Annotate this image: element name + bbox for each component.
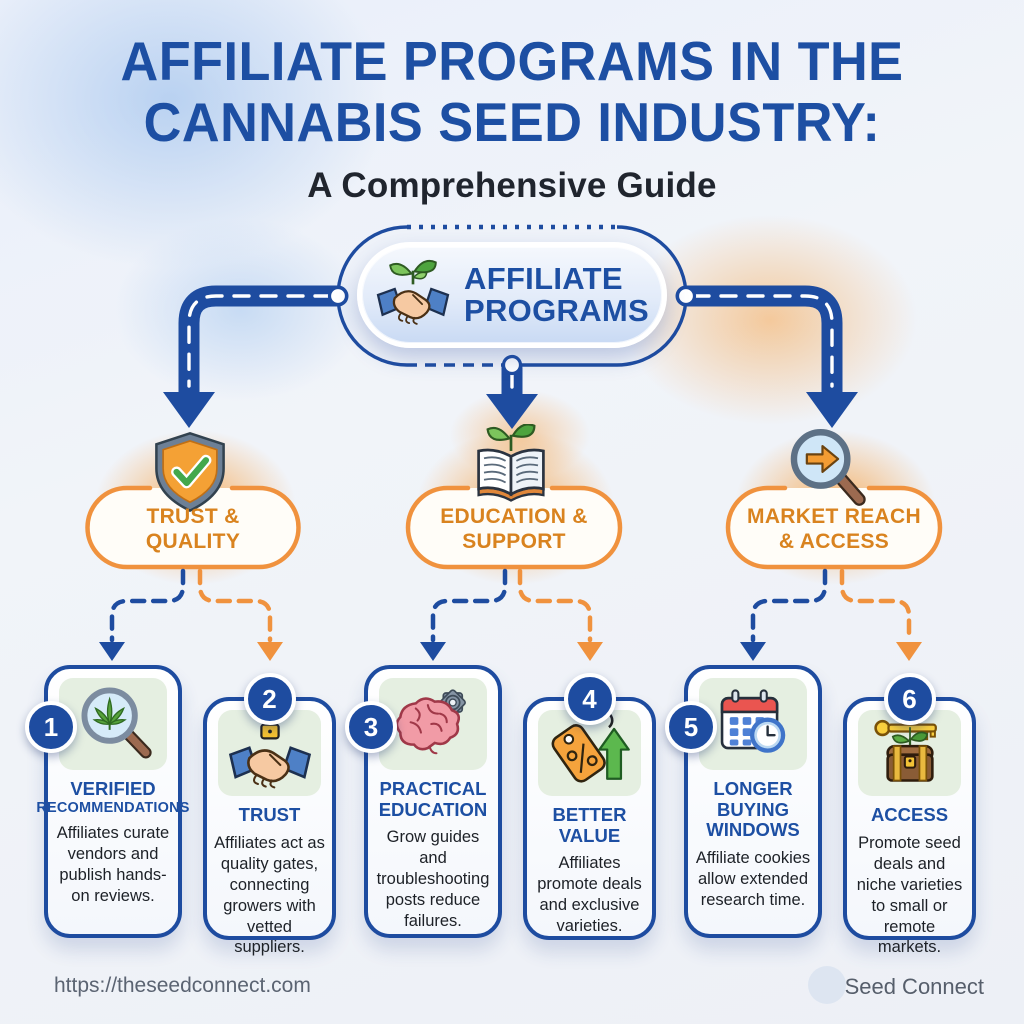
road-left — [178, 285, 349, 403]
icon-tile — [858, 710, 961, 796]
card-body: Affiliates curate vendors and publish ha… — [56, 823, 170, 905]
icon-tile — [379, 678, 487, 770]
card-practical-education: 3 PRACTICAL EDUCATION Grow guides and tr… — [345, 665, 502, 938]
card-trust: 2 TRUST Affiliates act as quality gates,… — [203, 673, 336, 956]
card-body: Affiliates promote deals and exclusive v… — [537, 854, 642, 936]
card-better-value: 4 BETTER VALUE Affiliates promote deals … — [523, 673, 656, 940]
page-subtitle: A Comprehensive Guide — [307, 166, 717, 205]
card-body: Affiliates act as quality gates, connect… — [214, 833, 325, 957]
icon-tile — [699, 678, 807, 770]
shield-check-icon — [155, 432, 225, 513]
arrowhead-down — [163, 392, 215, 428]
card-verified-recommendations: 1 VERIFIED RECOMMENDATIONS Affiliates cu… — [25, 665, 189, 938]
number-badge: 6 — [883, 673, 936, 725]
branch-label-market-reach: MARKET REACH & ACCESS — [747, 505, 921, 554]
brain-gear-icon — [395, 689, 466, 755]
icon-tile — [59, 678, 167, 770]
magnifier-arrow-icon — [790, 429, 866, 506]
road-right — [675, 285, 843, 403]
page-title-line2: CANNABIS SEED INDUSTRY: — [143, 91, 881, 153]
dashed-orange — [197, 568, 273, 643]
dashed-blue — [750, 568, 828, 643]
dashed-orange — [839, 568, 912, 643]
number-badge: 2 — [243, 673, 296, 725]
number-badge: 4 — [563, 673, 616, 725]
card-title: PRACTICAL EDUCATION — [378, 778, 488, 820]
card-title: TRUST — [238, 804, 301, 825]
branch-label-trust-quality: TRUST & QUALITY — [145, 505, 241, 554]
card-access: 6 — [843, 673, 976, 956]
card-title: ACCESS — [870, 804, 949, 825]
central-node: AFFILIATE PROGRAMS — [357, 242, 667, 348]
magnifier-leaf-icon — [81, 687, 152, 759]
dashed-arrowheads — [99, 642, 922, 661]
handshake-lock-icon — [228, 714, 311, 789]
header: AFFILIATE PROGRAMS IN THE CANNABIS SEED … — [0, 34, 1024, 206]
number-badge: 5 — [665, 701, 717, 753]
calendar-clock-icon — [720, 689, 786, 753]
card-body: Affiliate cookies allow extended researc… — [695, 849, 811, 910]
card-body: Promote seed deals and niche varieties t… — [856, 833, 963, 957]
card-title: BETTER VALUE — [552, 804, 627, 846]
number-badge: 3 — [345, 701, 397, 753]
card-longer-buying-windows: 5 LONGER BUYING WINDOWS Affiliate co — [665, 665, 822, 938]
book-sprout-icon — [477, 424, 545, 502]
card-body: Grow guides and troubleshooting posts re… — [376, 828, 490, 931]
footer-url[interactable]: https://theseedconnect.com — [54, 974, 311, 997]
page-title-line1: AFFILIATE PROGRAMS IN THE — [120, 30, 904, 92]
card-title: VERIFIED RECOMMENDATIONS — [36, 778, 190, 816]
dashed-connectors — [109, 568, 912, 643]
number-badge: 1 — [25, 701, 77, 753]
dashed-orange — [517, 568, 593, 643]
dashed-blue — [430, 568, 508, 643]
central-node-label: AFFILIATE PROGRAMS — [464, 260, 649, 328]
dashed-blue — [109, 568, 186, 643]
card-title: LONGER BUYING WINDOWS — [706, 778, 800, 841]
key-chest-icon — [873, 719, 937, 782]
handshake-sprout-icon — [376, 259, 450, 325]
arrowhead-down — [806, 392, 858, 428]
plant — [891, 727, 928, 748]
branch-label-education-support: EDUCATION & SUPPORT — [440, 505, 588, 554]
